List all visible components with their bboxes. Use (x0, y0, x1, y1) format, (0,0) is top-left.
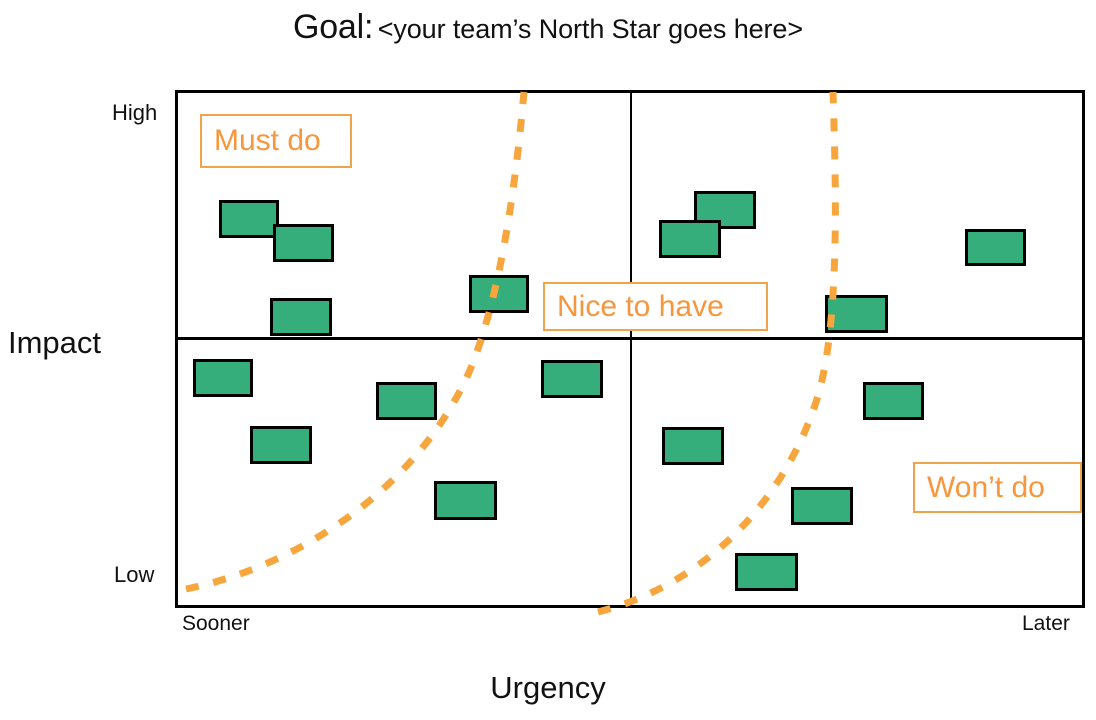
item-card[interactable] (825, 295, 888, 333)
item-card[interactable] (219, 200, 279, 238)
x-axis-tick-later: Later (1022, 612, 1070, 635)
quadrant-label-must-do[interactable]: Must do (200, 114, 352, 168)
item-card[interactable] (791, 487, 853, 525)
item-card[interactable] (434, 481, 497, 520)
y-axis-tick-low: Low (114, 562, 155, 587)
item-card[interactable] (469, 275, 529, 313)
quadrant-label-nice-to-have-text: Nice to have (557, 289, 724, 323)
item-card[interactable] (541, 360, 603, 398)
quadrant-label-wont-do[interactable]: Won’t do (913, 462, 1082, 513)
quadrant-divider-vertical (630, 90, 632, 608)
item-card[interactable] (270, 298, 332, 336)
y-axis-title: Impact (8, 325, 102, 360)
quadrant-label-wont-do-text: Won’t do (927, 470, 1045, 504)
item-card[interactable] (250, 426, 312, 464)
item-card[interactable] (965, 229, 1026, 266)
quadrant-label-nice-to-have[interactable]: Nice to have (543, 282, 768, 331)
title-goal-prefix: Goal: (292, 8, 374, 46)
item-card[interactable] (863, 382, 924, 420)
x-axis-title: Urgency (490, 670, 606, 705)
title-goal-placeholder: <your team’s North Star goes here> (377, 14, 804, 44)
x-axis-tick-sooner: Sooner (182, 612, 250, 635)
y-axis-tick-high: High (112, 100, 158, 125)
item-card[interactable] (376, 382, 437, 420)
item-card[interactable] (662, 427, 724, 465)
item-card[interactable] (735, 553, 798, 591)
item-card[interactable] (193, 359, 253, 397)
page-title: Goal: <your team’s North Star goes here> (0, 8, 1096, 47)
item-card[interactable] (659, 220, 721, 258)
item-card[interactable] (273, 224, 334, 262)
quadrant-label-must-do-text: Must do (214, 124, 321, 157)
